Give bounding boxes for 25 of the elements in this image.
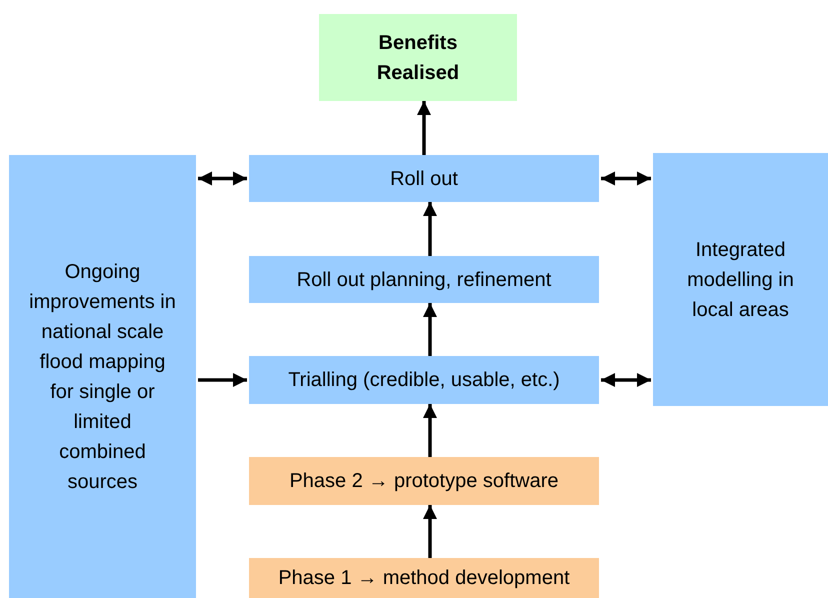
arrow: [423, 505, 437, 558]
goal-box: [319, 14, 517, 101]
arrow: [198, 373, 247, 387]
node-label: Trialling (credible, usable, etc.): [288, 368, 560, 393]
arrow: [417, 101, 431, 155]
arrow: [423, 404, 437, 457]
process-box: [249, 256, 599, 303]
node-label: Integrated modelling in local areas: [686, 238, 795, 322]
process-box: [653, 153, 828, 406]
double-arrow: [601, 373, 651, 387]
double-arrow: [601, 172, 651, 186]
node-label: Benefits Realised: [376, 30, 460, 86]
node-label: Ongoing improvements in national scale flood mapping for single or limited combined sources: [29, 260, 176, 494]
node-label: Roll out planning, refinement: [296, 268, 552, 292]
arrow: [423, 303, 437, 356]
phase-box: [249, 457, 599, 505]
node-label: Phase 2 → prototype software: [289, 469, 559, 494]
double-arrow: [198, 172, 247, 186]
node-label: Phase 1 → method development: [278, 566, 570, 591]
process-box: [249, 155, 599, 202]
process-box: [249, 356, 599, 404]
node-label: Roll out: [390, 166, 458, 192]
phase-box: [249, 558, 599, 598]
arrow: [423, 202, 437, 256]
process-box: [9, 155, 196, 598]
